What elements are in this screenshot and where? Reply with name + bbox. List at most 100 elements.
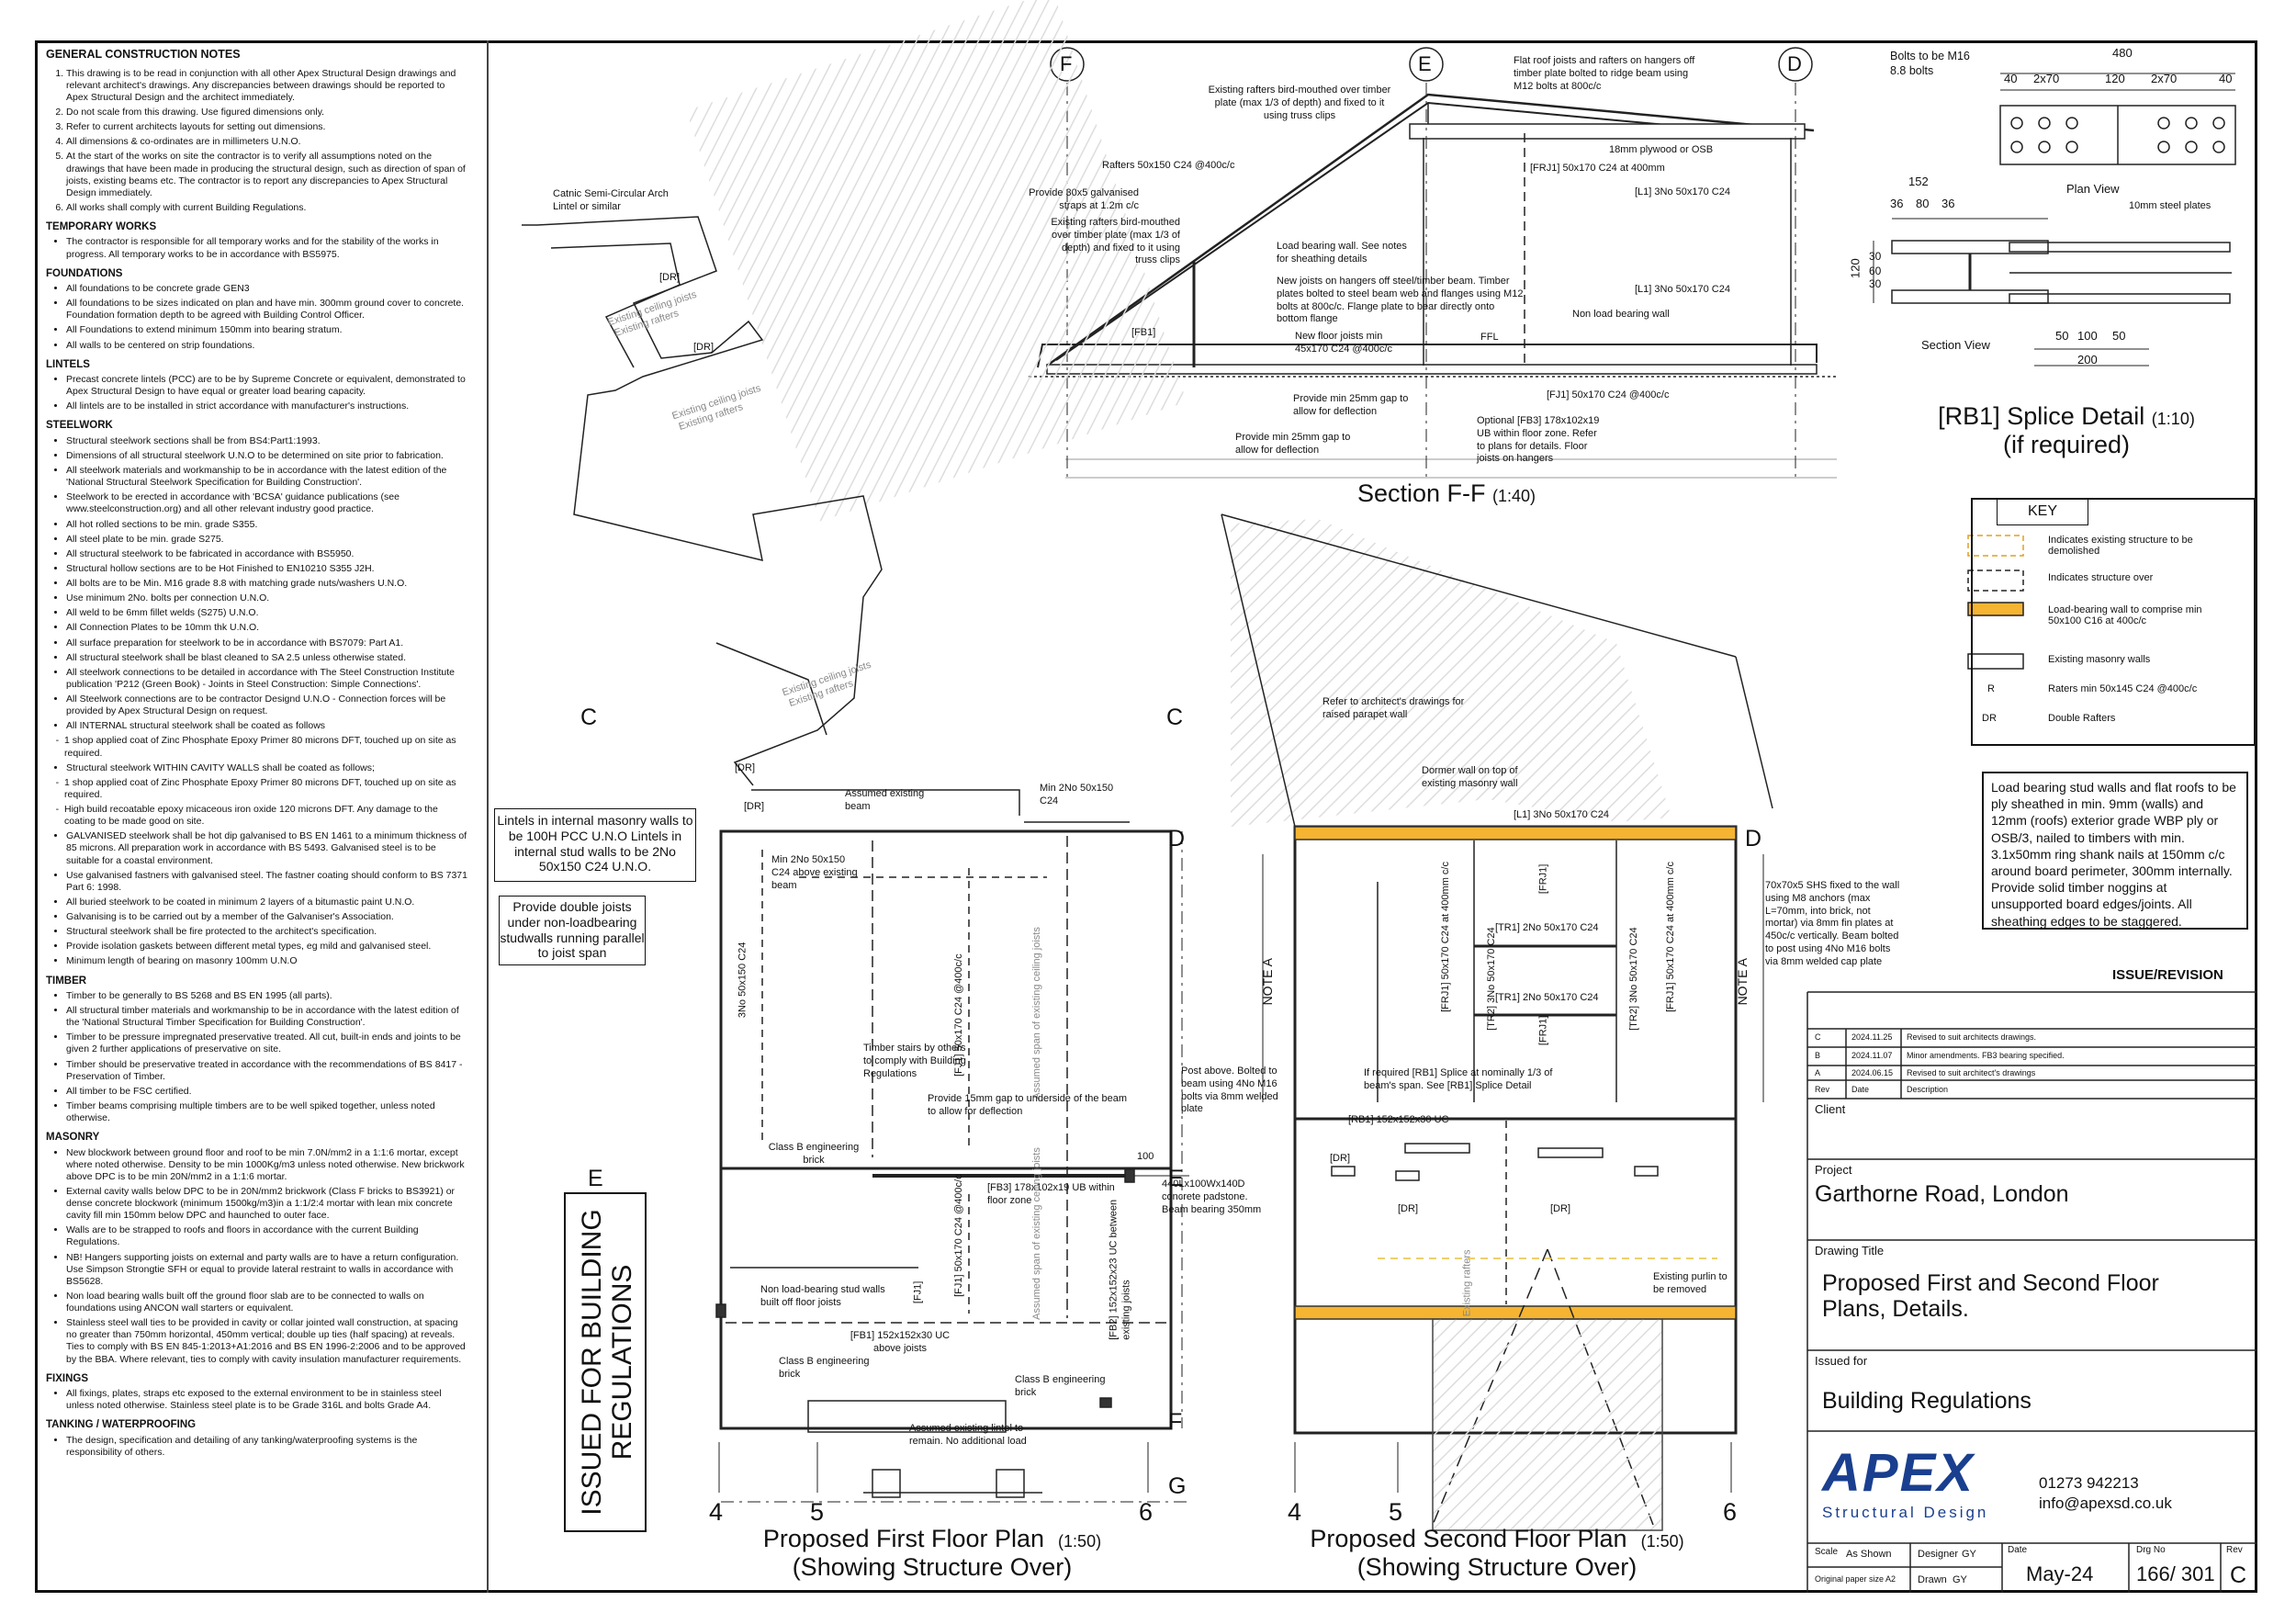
titleblock-lines (1806, 991, 2257, 1593)
scale-caption: Scale (1815, 1547, 1839, 1557)
general-note-item: This drawing is to be read in conjunctio… (66, 68, 468, 104)
first-post-above: Post above. Bolted to beam using 4No M16… (1181, 1066, 1278, 1115)
splice-title: [RB1] Splice Detail (1:10)(if required) (1906, 402, 2227, 459)
second-grid-5: 5 (1389, 1498, 1403, 1526)
note-item: All steel plate to be min. grade S275. (66, 534, 468, 546)
general-note-item: Do not scale from this drawing. Use figu… (66, 107, 468, 118)
second-plan-title: Proposed Second Floor Plan (1:50)(Showin… (1304, 1525, 1690, 1582)
first-nonload-studs: Non load-bearing stud walls built off fl… (760, 1284, 885, 1308)
note-section-heading: TANKING / WATERPROOFING (46, 1419, 197, 1431)
key-text-demolish: Indicates existing structure to be demol… (2048, 535, 2193, 557)
designer-value: GY (1962, 1549, 1976, 1560)
second-splice-note: If required [RB1] Splice at nominally 1/… (1364, 1067, 1553, 1091)
note-item: All surface preparation for steelwork to… (66, 637, 468, 649)
note-section-list: Structural steelwork sections shall be f… (46, 435, 468, 733)
splice-plan-view: Plan View (2066, 182, 2120, 196)
date-caption: Date (2008, 1545, 2028, 1555)
second-shs-note: 70x70x5 SHS fixed to the wall using M8 a… (1765, 880, 1900, 967)
first-plan-subtitle: (Showing Structure Over) (792, 1553, 1073, 1581)
splice-dim-60: 60 (1869, 265, 1882, 277)
second-frj1-left: [FRJ1] 50x170 C24 at 400mm c/c (1440, 862, 1452, 1012)
rev-b-desc: Minor amendments. FB3 bearing specified. (1907, 1051, 2065, 1060)
splice-subtitle: (if required) (2002, 431, 2131, 458)
lintel-note-box: Lintels in internal masonry walls to be … (494, 808, 696, 882)
section-label-l1-bottom: [L1] 3No 50x170 C24 (1635, 284, 1730, 295)
rev-head-date: Date (1851, 1085, 1870, 1094)
note-section-list: New blockwork between ground floor and r… (46, 1147, 468, 1366)
note-item: Use minimum 2No. bolts per connection U.… (66, 592, 468, 604)
second-grid-d: D (1745, 826, 1762, 851)
scale-value: As Shown (1846, 1549, 1892, 1560)
section-label-existing-rafters-2: Existing rafters bird-mouthed over timbe… (1051, 217, 1180, 266)
note-item: Timber to be pressure impregnated preser… (66, 1032, 468, 1055)
drawing-title-line-1: Proposed First and Second Floor (1822, 1270, 2159, 1296)
section-label-new-floor: New floor joists min 45x170 C24 @400c/c (1295, 331, 1392, 355)
second-grid-4: 4 (1288, 1498, 1302, 1526)
second-existing-rafters: Existing rafters (1461, 1249, 1473, 1317)
notes-title: GENERAL CONSTRUCTION NOTES (46, 48, 241, 61)
splice-dim-120v: 120 (1848, 258, 1863, 278)
issued-for-value: Building Regulations (1822, 1388, 2032, 1414)
drg-no-value: 166/ 301 (2136, 1562, 2215, 1585)
note-item: All bolts are to be Min. M16 grade 8.8 w… (66, 578, 468, 590)
designer-caption: Designer (1918, 1549, 1959, 1560)
key-box: KEY Indicates existing structure to be d… (1971, 498, 2256, 746)
splice-dim-2x70a: 2x70 (2033, 72, 2060, 85)
rev-value: C (2230, 1562, 2247, 1588)
general-note-item: All works shall comply with current Buil… (66, 202, 468, 214)
double-joists-box: Provide double joists under non-loadbear… (499, 896, 646, 965)
rev-a-desc: Revised to suit architect's drawings (1907, 1068, 2036, 1077)
first-classb-2: Class B engineering brick (779, 1356, 870, 1380)
drawn-value: GY (1953, 1574, 1967, 1585)
splice-dim-30b: 30 (1869, 250, 1882, 263)
note-item: All INTERNAL structural steelwork shall … (66, 720, 468, 732)
second-grid-c: C (1166, 705, 1184, 730)
note-item: The contractor is responsible for all te… (66, 236, 468, 260)
splice-dim-40b: 40 (2219, 72, 2233, 85)
first-classb-1: Class B engineering brick (768, 1142, 860, 1166)
first-plan-scale: (1:50) (1058, 1532, 1102, 1551)
second-frj1-short-2: [FRJ1] (1537, 1015, 1549, 1046)
second-tr1-top: [TR1] 2No 50x170 C24 (1495, 922, 1599, 933)
note-item: High build recoatable epoxy micaceous ir… (64, 804, 468, 828)
splice-dim-100: 100 (2077, 329, 2098, 343)
splice-steel-plates: 10mm steel plates (2129, 200, 2212, 211)
second-frj1-short-1: [FRJ1] (1537, 863, 1549, 895)
note-item: 1 shop applied coat of Zinc Phosphate Ep… (64, 777, 468, 801)
rev-b-date: 2024.11.07 (1851, 1051, 1893, 1060)
general-note-item: All dimensions & co-ordinates are in mil… (66, 136, 468, 148)
splice-dim-152: 152 (1908, 175, 1929, 188)
note-section-list: Precast concrete lintels (PCC) are to be… (46, 374, 468, 412)
section-title: Section F-F (1:40) (1332, 479, 1561, 508)
drg-no-caption: Drg No (2136, 1545, 2166, 1555)
first-dr-1: [DR] (659, 272, 680, 283)
section-label-gap2: Provide min 25mm gap to allow for deflec… (1235, 432, 1351, 456)
general-note-item: Refer to current architects layouts for … (66, 121, 468, 133)
splice-section-view: Section View (1921, 338, 1990, 352)
first-assumed-beam: Assumed existing beam (845, 788, 925, 812)
key-text-over: Indicates structure over (2048, 572, 2154, 583)
note-item: All steelwork connections to be detailed… (66, 667, 468, 691)
note-item: Use galvanised fastners with galvanised … (66, 870, 468, 894)
second-dr-2: [DR] (1398, 1203, 1418, 1214)
note-item: Provide isolation gaskets between differ… (66, 941, 468, 953)
section-label-load-bearing: Load bearing wall. See notes for sheathi… (1277, 241, 1407, 265)
splice-title-text: [RB1] Splice Detail (1938, 402, 2145, 430)
note-item: All steelwork materials and workmanship … (66, 465, 468, 489)
rev-a-code: A (1815, 1068, 1821, 1077)
note-item: Structural steelwork sections shall be f… (66, 435, 468, 447)
drawn-caption: Drawn (1918, 1574, 1947, 1585)
date-value: May-24 (2026, 1562, 2094, 1585)
grid-bubble-f: F (1060, 52, 1073, 75)
issued-for-caption: Issued for (1815, 1354, 1868, 1368)
second-note-a-left: NOTE A (1259, 958, 1275, 1006)
note-item: All structural steelwork to be fabricate… (66, 548, 468, 560)
key-text-loadwall: Load-bearing wall to comprise min 50x100… (2048, 604, 2202, 626)
notes-divider (487, 40, 489, 1593)
note-section-list: All fixings, plates, straps etc exposed … (46, 1388, 468, 1412)
drawing-title-line-2: Plans, Details. (1822, 1295, 1969, 1322)
apex-logo: APEX (1822, 1443, 1975, 1503)
second-parapet-note: Refer to architect's drawings for raised… (1322, 696, 1465, 720)
note-section-heading: MASONRY (46, 1132, 100, 1144)
